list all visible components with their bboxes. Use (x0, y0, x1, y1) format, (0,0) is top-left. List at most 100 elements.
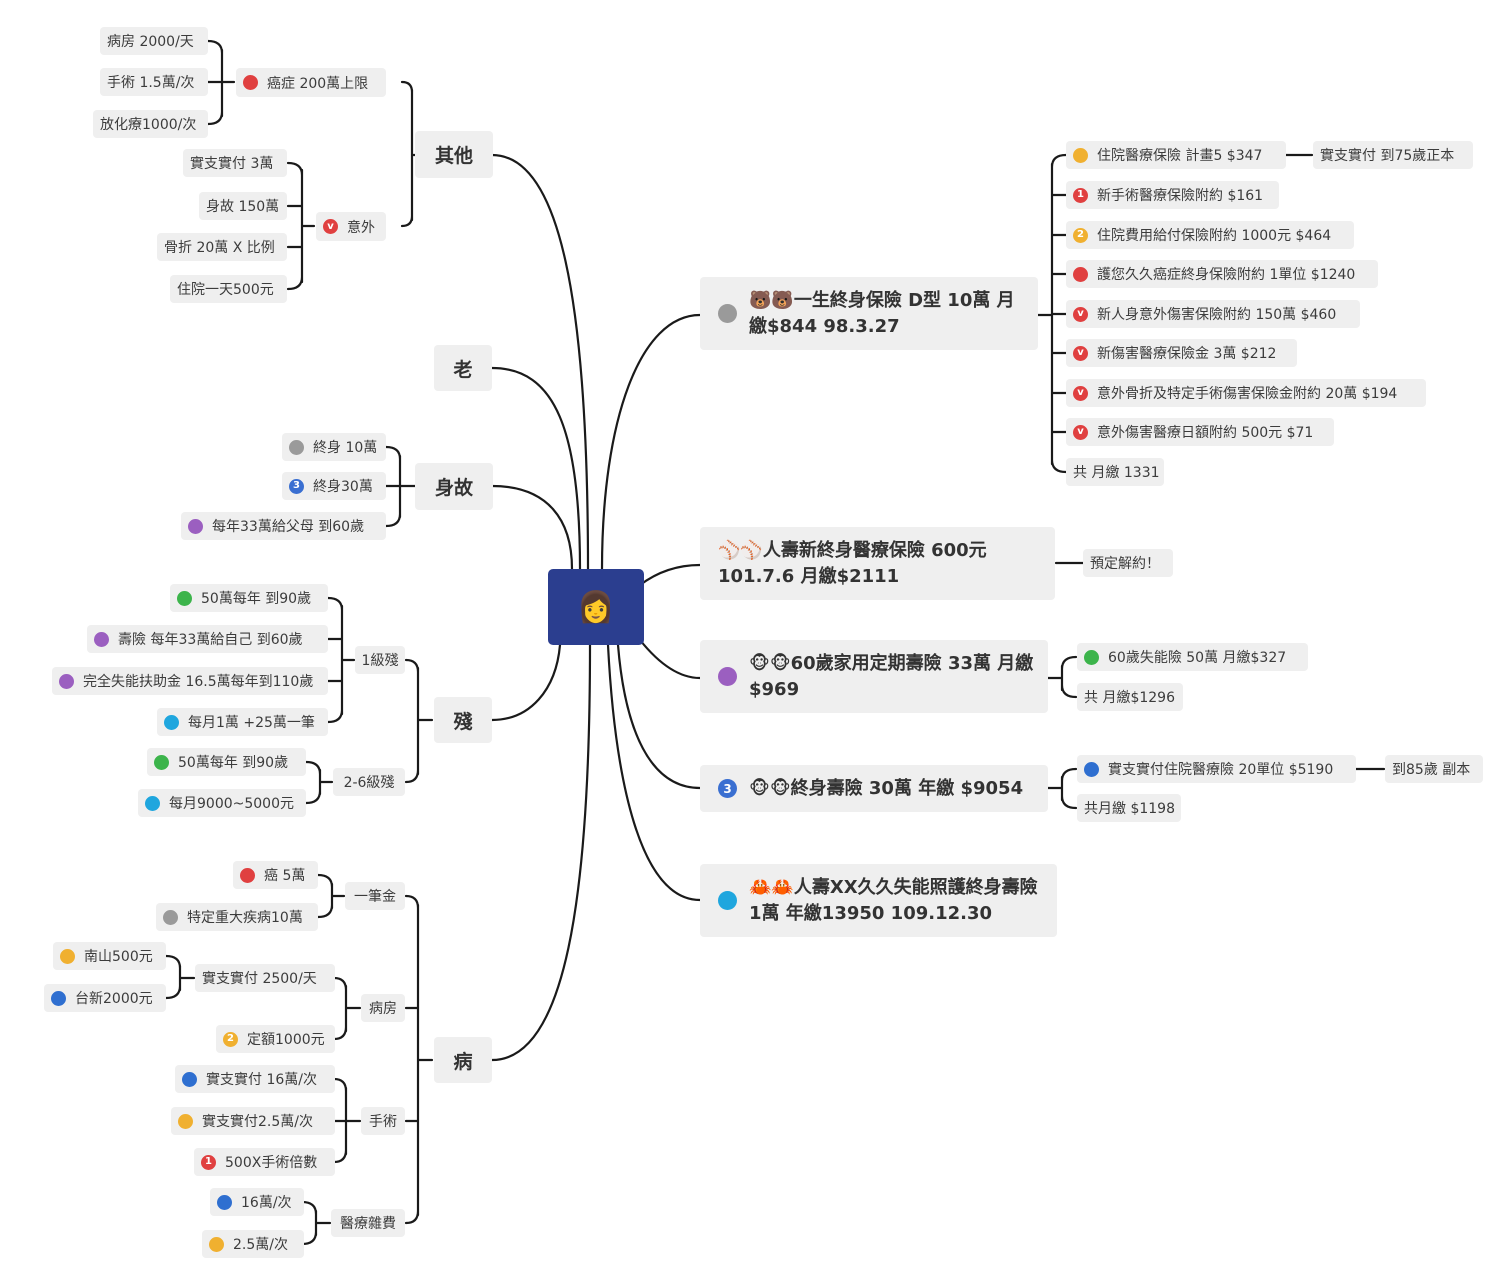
item-label: 意外傷害醫療日額附約 500元 $71 (1097, 425, 1314, 441)
item-label: 每年33萬給父母 到60歲 (212, 519, 365, 535)
list-item[interactable]: 南山500元 (53, 942, 166, 970)
rider-item[interactable]: 護您久久癌症終身保險附約 1單位 $1240 (1066, 260, 1378, 288)
blue-dot-icon (51, 990, 66, 1006)
item-label: 手術 1.5萬/次 (107, 75, 195, 91)
list-item[interactable]: 台新2000元 (44, 984, 166, 1012)
rider-total[interactable]: 共 月繳$1296 (1077, 683, 1183, 711)
center-node[interactable]: 👩 (548, 569, 644, 645)
policy-whole-life-d[interactable]: 🐻🐻一生終身保險 D型 10萬 月繳$844 98.3.27 (700, 277, 1038, 350)
category-illness[interactable]: 病 (434, 1037, 492, 1083)
rider-note[interactable]: 預定解約！ (1083, 549, 1173, 577)
list-item[interactable]: 骨折 20萬 X 比例 (157, 233, 287, 261)
item-label: 住院費用給付保險附約 1000元 $464 (1097, 228, 1332, 244)
list-item[interactable]: 手術 1.5萬/次 (100, 68, 208, 96)
topic-level1[interactable]: 1級殘 (355, 646, 405, 674)
item-label: 500X手術倍數 (225, 1155, 318, 1171)
list-item[interactable]: 50萬每年 到90歲 (170, 584, 328, 612)
policy-whole-life-30[interactable]: 3🐵🐵終身壽險 30萬 年繳 $9054 (700, 765, 1048, 812)
blue-dot-icon (182, 1071, 197, 1087)
rider-item[interactable]: 實支實付住院醫療險 20單位 $5190 (1077, 755, 1356, 783)
topic-cancer[interactable]: 癌症 200萬上限 (236, 68, 386, 97)
rider-note[interactable]: 到85歲 副本 (1385, 755, 1483, 783)
list-item[interactable]: 住院一天500元 (170, 275, 287, 303)
item-label: 完全失能扶助金 16.5萬每年到110歲 (83, 674, 314, 690)
list-item[interactable]: 身故 150萬 (199, 192, 287, 220)
item-label: 病房 2000/天 (107, 34, 194, 50)
number-3-icon: 3 (289, 478, 304, 494)
list-item[interactable]: 放化療1000/次 (93, 110, 208, 138)
item-label: 南山500元 (84, 949, 153, 965)
gray-dot-icon (718, 304, 737, 323)
cyan-dot-icon (164, 714, 179, 730)
topic-level2-6[interactable]: 2-6級殘 (333, 768, 405, 796)
topic-ward-actual[interactable]: 實支實付 2500/天 (195, 964, 335, 992)
category-other[interactable]: 其他 (415, 131, 493, 178)
item-label: 共 月繳 1331 (1073, 465, 1160, 481)
item-label: 護您久久癌症終身保險附約 1單位 $1240 (1097, 267, 1356, 283)
topic-label: 2-6級殘 (343, 775, 395, 791)
list-item[interactable]: 實支實付2.5萬/次 (171, 1107, 335, 1135)
item-label: 放化療1000/次 (100, 117, 197, 133)
list-item[interactable]: 2.5萬/次 (202, 1230, 304, 1258)
policy-label: 🐵🐵終身壽險 30萬 年繳 $9054 (749, 777, 1024, 799)
policy-label: ⚾⚾人壽新終身醫療保險 600元 101.7.6 月繳$2111 (718, 539, 987, 587)
accident-icon: v (1073, 345, 1088, 361)
item-label: 新人身意外傷害保險附約 150萬 $460 (1097, 307, 1337, 323)
topic-misc-fees[interactable]: 醫療雜費 (331, 1209, 405, 1237)
topic-lump-sum[interactable]: 一筆金 (345, 882, 405, 910)
list-item[interactable]: 完全失能扶助金 16.5萬每年到110歲 (52, 667, 328, 695)
topic-label: 實支實付 2500/天 (202, 971, 317, 987)
gray-dot-icon (289, 439, 304, 455)
list-item[interactable]: 50萬每年 到90歲 (147, 748, 306, 776)
category-death[interactable]: 身故 (415, 463, 493, 510)
list-item[interactable]: 病房 2000/天 (100, 27, 208, 55)
rider-item[interactable]: 60歲失能險 50萬 月繳$327 (1077, 643, 1308, 671)
list-item[interactable]: 特定重大疾病10萬 (156, 903, 318, 931)
policy-medical-600[interactable]: ⚾⚾人壽新終身醫療保險 600元 101.7.6 月繳$2111 (700, 527, 1055, 600)
item-label: 50萬每年 到90歲 (178, 755, 289, 771)
policy-disability-care[interactable]: 🦀🦀人壽XX久久失能照護終身壽險 1萬 年繳13950 109.12.30 (700, 864, 1057, 937)
green-dot-icon (177, 590, 192, 606)
list-item[interactable]: 每月9000~5000元 (138, 789, 306, 817)
item-label: 共月繳 $1198 (1084, 801, 1175, 817)
list-item[interactable]: 實支實付 16萬/次 (175, 1065, 335, 1093)
list-item[interactable]: 終身 10萬 (282, 433, 386, 461)
list-item[interactable]: 實支實付 3萬 (183, 149, 287, 177)
item-label: 定額1000元 (247, 1032, 325, 1048)
list-item[interactable]: 16萬/次 (210, 1188, 304, 1216)
list-item[interactable]: 癌 5萬 (233, 861, 318, 889)
list-item[interactable]: 壽險 每年33萬給自己 到60歲 (87, 625, 328, 653)
purple-dot-icon (718, 667, 737, 686)
rider-item[interactable]: v 意外傷害醫療日額附約 500元 $71 (1066, 418, 1334, 446)
rider-total[interactable]: 共月繳 $1198 (1077, 794, 1181, 822)
list-item[interactable]: 每年33萬給父母 到60歲 (181, 512, 386, 540)
category-disability[interactable]: 殘 (434, 697, 492, 743)
category-old[interactable]: 老 (434, 345, 492, 391)
topic-label: 一筆金 (354, 889, 396, 905)
policy-term-life-60[interactable]: 🐵🐵60歲家用定期壽險 33萬 月繳$969 (700, 640, 1048, 713)
person-icon: 👩 (577, 589, 615, 625)
purple-dot-icon (188, 518, 203, 534)
topic-surgery[interactable]: 手術 (361, 1107, 405, 1135)
list-item[interactable]: 每月1萬 +25萬一筆 (157, 708, 328, 736)
orange-dot-icon (209, 1236, 224, 1252)
accident-icon: v (1073, 424, 1088, 440)
rider-item[interactable]: 住院醫療保險 計畫5 $347 (1066, 141, 1286, 169)
item-label: 2.5萬/次 (233, 1237, 288, 1253)
cyan-dot-icon (718, 891, 737, 910)
item-label: 共 月繳$1296 (1084, 690, 1175, 706)
item-label: 癌 5萬 (264, 868, 306, 884)
category-label: 殘 (453, 710, 473, 733)
rider-note[interactable]: 實支實付 到75歲正本 (1313, 141, 1473, 169)
rider-total[interactable]: 共 月繳 1331 (1066, 458, 1164, 486)
topic-ward[interactable]: 病房 (361, 994, 405, 1022)
